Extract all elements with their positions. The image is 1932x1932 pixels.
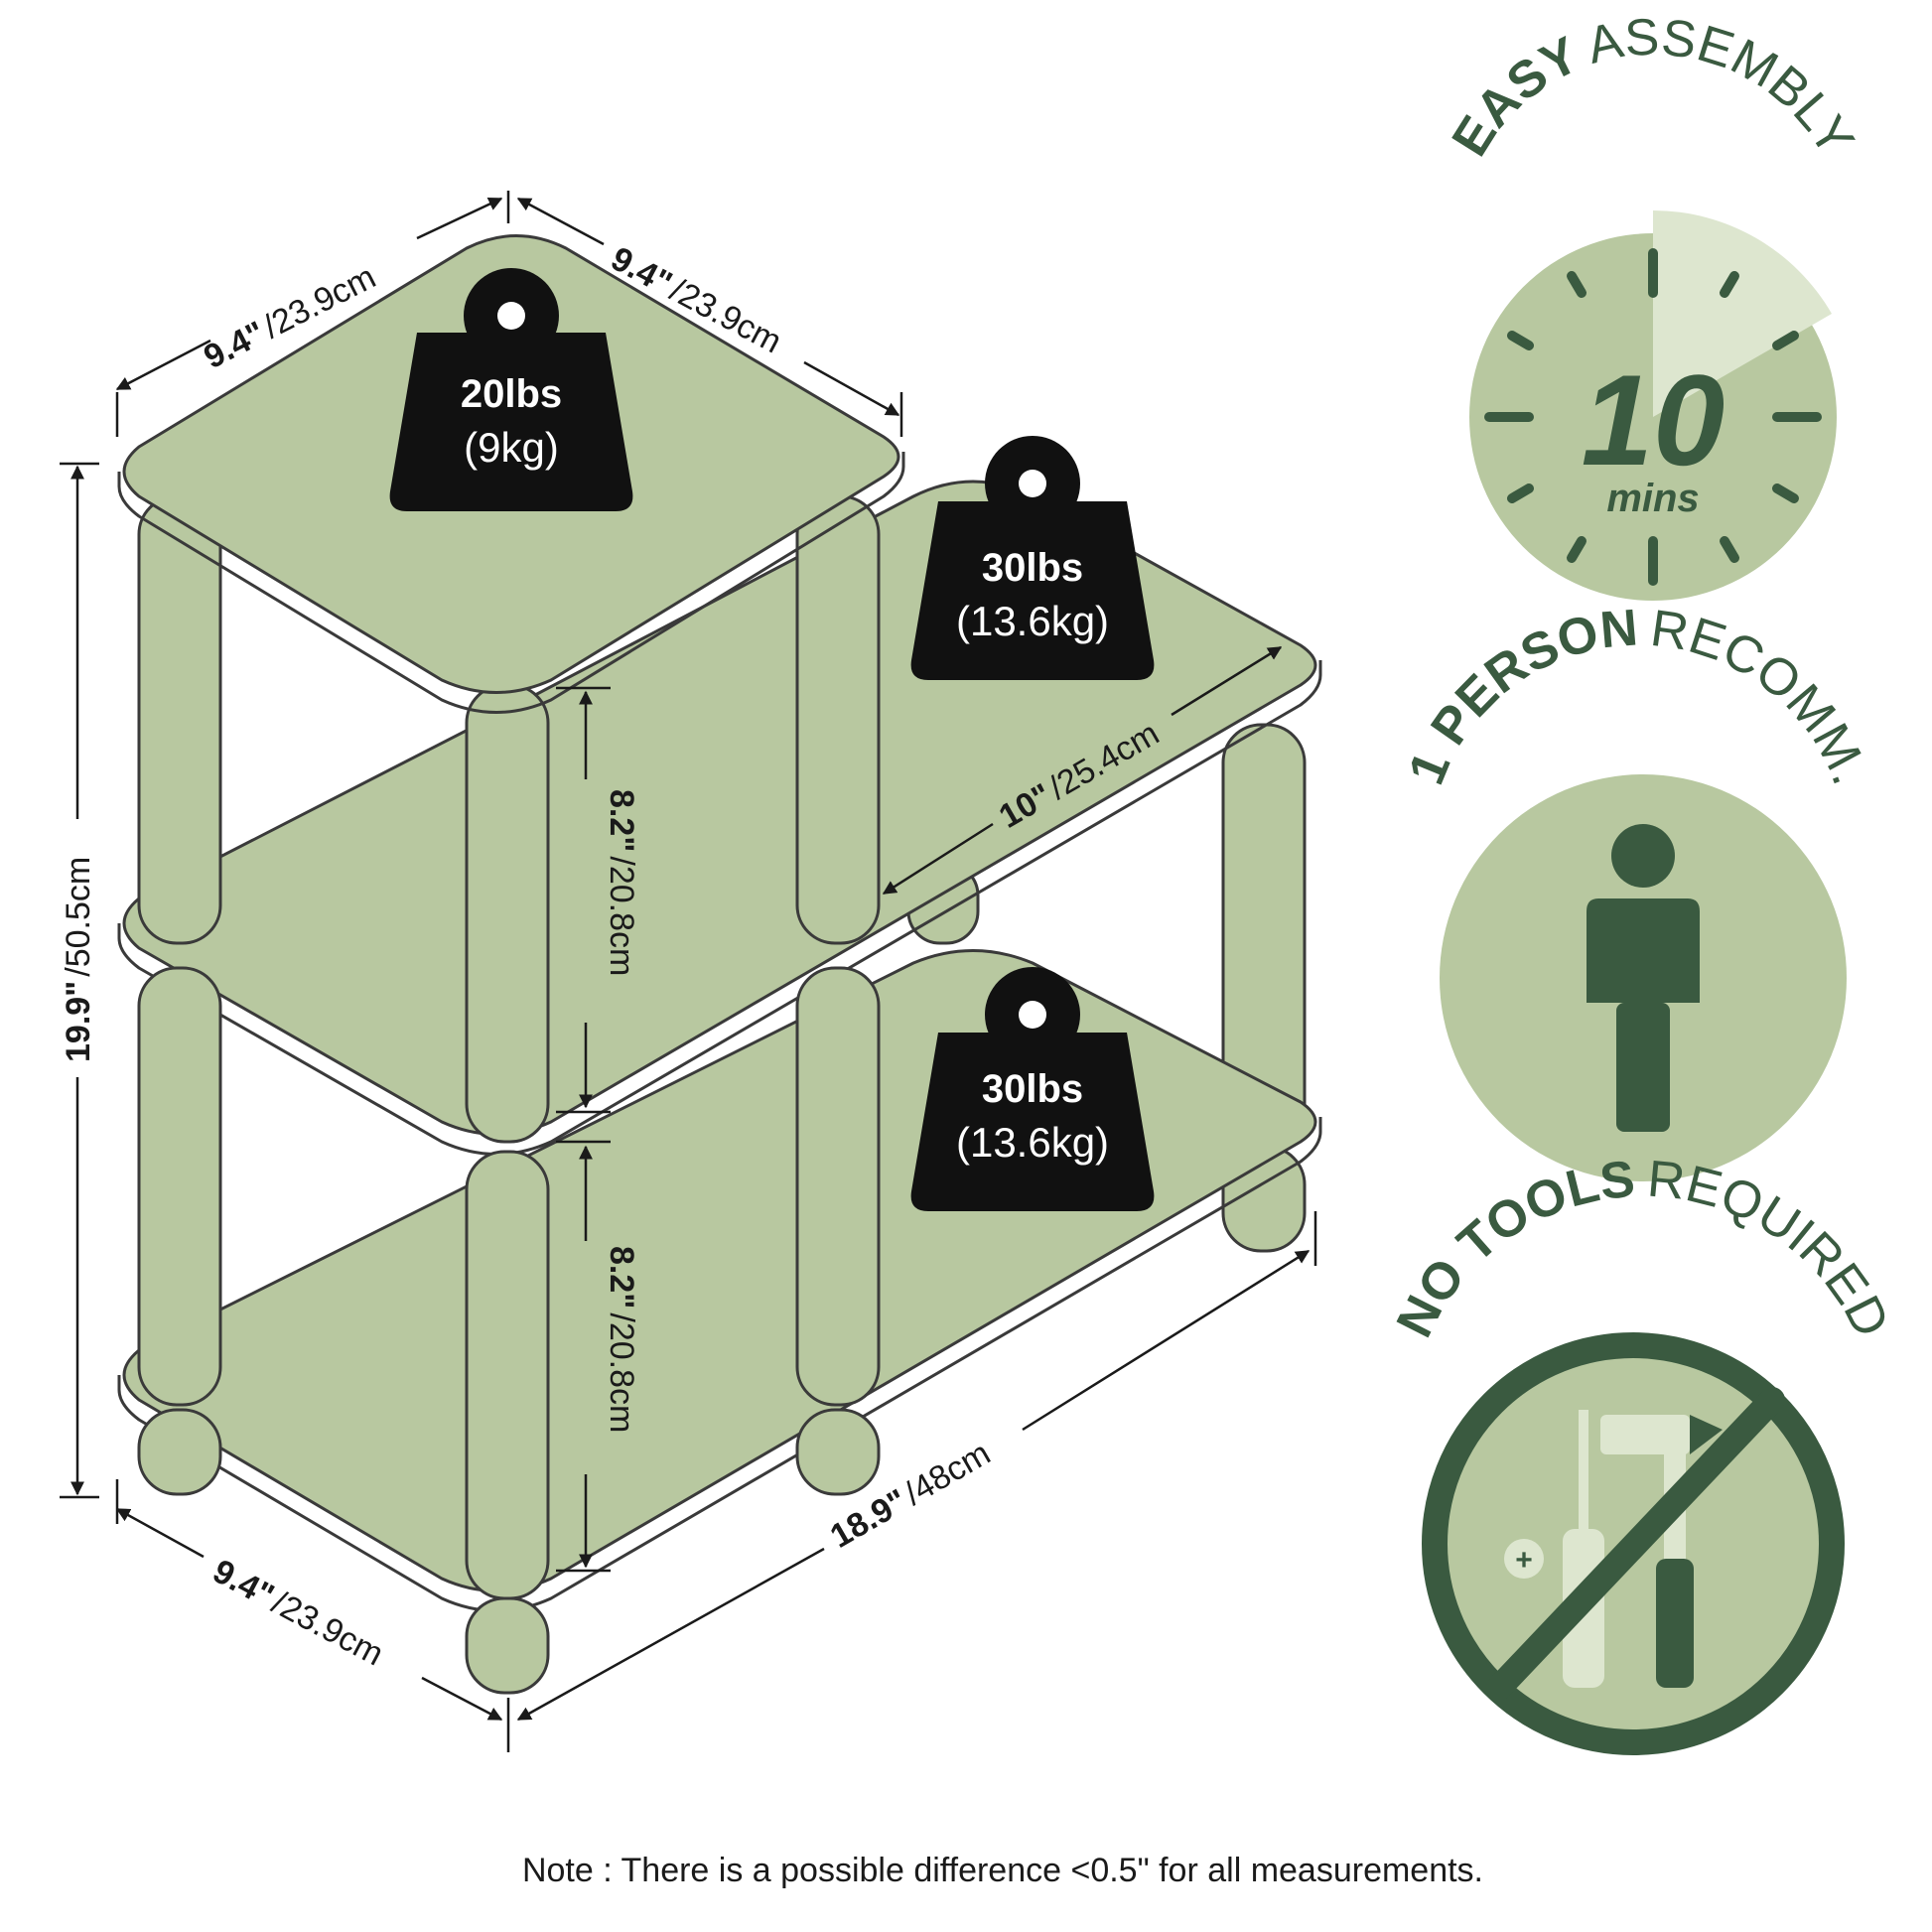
weight-bottom-label: 30lbs	[982, 1067, 1083, 1111]
assembly-minutes: 10	[1582, 347, 1725, 492]
assembly-unit: mins	[1606, 477, 1699, 520]
leg	[795, 494, 881, 945]
leg	[795, 966, 881, 1407]
weight-badge-top: 20lbs (9kg)	[389, 268, 633, 511]
weight-bottom-sub: (13.6kg)	[956, 1119, 1109, 1166]
weight-middle-sub: (13.6kg)	[956, 598, 1109, 644]
dimension-lines	[60, 191, 1317, 1752]
weight-badge-bottom: 30lbs (13.6kg)	[910, 967, 1155, 1211]
leg	[137, 494, 222, 945]
foot	[137, 1408, 222, 1496]
weight-top-label: 20lbs	[461, 372, 562, 416]
dim-lower-gap: 8.2"/20.8cm	[603, 1246, 640, 1433]
easy-assembly-badge: 10 mins EASYASSEMBLY	[1442, 8, 1864, 601]
assembly-title: EASYASSEMBLY	[1442, 8, 1864, 166]
bottom-shelf	[122, 949, 1317, 1592]
dim-total-height: 19.9"/50.5cm	[60, 857, 97, 1062]
leg	[465, 1150, 550, 1600]
weight-middle-label: 30lbs	[982, 546, 1083, 590]
weight-badge-middle: 30lbs (13.6kg)	[910, 436, 1155, 680]
shelf-unit	[117, 234, 1322, 1695]
leg	[137, 966, 222, 1407]
no-tools-icon: +	[1486, 1387, 1785, 1701]
foot	[465, 1596, 550, 1695]
dim-bottom-left-depth: 9.4"/23.9cm	[207, 1553, 389, 1674]
leg	[465, 683, 550, 1144]
weight-top-sub: (9kg)	[464, 424, 559, 471]
person-icon	[1587, 824, 1700, 1132]
svg-text:+: +	[1515, 1544, 1533, 1577]
foot	[795, 1408, 881, 1496]
measurement-note: Note : There is a possible difference <0…	[522, 1852, 1483, 1889]
dim-upper-gap: 8.2"/20.8cm	[603, 789, 640, 976]
